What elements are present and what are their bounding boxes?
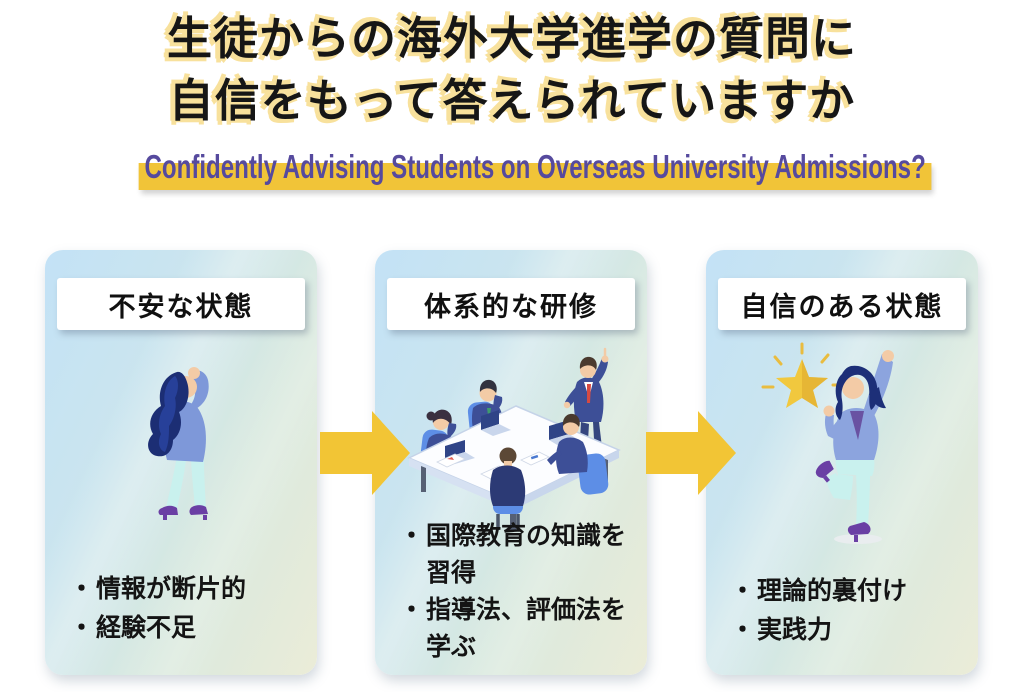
bullet-text: 習得	[426, 559, 477, 587]
anxious-woman-illustration	[148, 367, 209, 520]
bullet-item: 習得	[399, 555, 639, 592]
bullet-dot	[399, 629, 426, 666]
bullet-text: 情報が断片的	[96, 575, 247, 603]
bullet-text: 経験不足	[96, 614, 197, 642]
bullet-dot: ・	[69, 614, 95, 642]
confident-woman-illustration	[761, 342, 894, 544]
bullet-text: 実践力	[757, 616, 833, 644]
bullet-text: 理論的裏付け	[757, 577, 908, 605]
card-anxious-bullets: ・ 情報が断片的 ・ 経験不足	[69, 570, 309, 648]
bullet-item: 学ぶ	[399, 629, 639, 666]
bullet-text: 指導法、評価法を	[426, 596, 627, 624]
bullet-dot: ・	[69, 575, 95, 603]
bullet-item: ・ 情報が断片的	[69, 570, 309, 609]
bullet-item: ・ 実践力	[730, 611, 970, 650]
card-systematic-training: 体系的な研修	[375, 250, 647, 675]
card-training-bullets: ・ 国際教育の知識を 習得 ・ 指導法、評価法を 学ぶ	[399, 518, 639, 666]
card-confident-bullets: ・ 理論的裏付け ・ 実践力	[730, 572, 970, 650]
bullet-item: ・ 理論的裏付け	[730, 572, 970, 611]
page-title: 生徒からの海外大学進学の質問に 自信をもって答えられていますか	[0, 8, 1024, 132]
page-title-line1: 生徒からの海外大学進学の質問に	[166, 13, 857, 64]
bullet-item: ・ 国際教育の知識を	[399, 518, 639, 555]
card-confident-state: 自信のある状態	[706, 250, 978, 675]
bullet-item: ・ 経験不足	[69, 609, 309, 648]
card-anxious-header: 不安な状態	[57, 278, 305, 330]
bullet-dot: ・	[399, 522, 425, 550]
flow-right-arrow-icon	[320, 411, 410, 495]
bullet-dot: ・	[730, 616, 756, 644]
training-meeting-illustration	[407, 347, 621, 530]
subtitle-row: Confidently Advising Students on Oversea…	[0, 146, 1024, 190]
bullet-dot	[399, 555, 426, 592]
bullet-item: ・ 指導法、評価法を	[399, 592, 639, 629]
bullet-text: 学ぶ	[426, 633, 477, 661]
page-title-line2: 自信をもって答えられていますか	[168, 75, 856, 126]
page-subtitle: Confidently Advising Students on Oversea…	[138, 146, 932, 190]
bullet-dot: ・	[399, 596, 425, 624]
card-training-header: 体系的な研修	[387, 278, 635, 330]
bullet-dot: ・	[730, 577, 756, 605]
flow-right-arrow-icon	[646, 411, 736, 495]
bullet-text: 国際教育の知識を	[426, 522, 627, 550]
card-anxious-state: 不安な状態 ・ 情報が断片的	[45, 250, 317, 675]
card-confident-header: 自信のある状態	[718, 278, 966, 330]
